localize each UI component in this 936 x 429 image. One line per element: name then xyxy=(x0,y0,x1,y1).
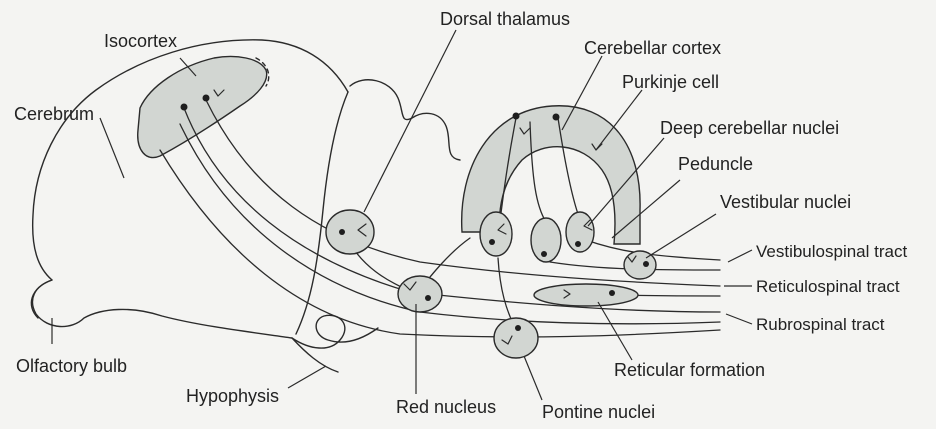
red-nucleus-body xyxy=(398,276,442,312)
label-hypophysis: Hypophysis xyxy=(186,386,279,406)
label-cerebrum: Cerebrum xyxy=(14,104,94,124)
dorsal-midbrain-outline xyxy=(350,80,460,160)
isocortex-region xyxy=(138,57,267,158)
deep-cerebellar-nucleus-2 xyxy=(531,218,561,262)
label-reticular-formation: Reticular formation xyxy=(614,360,765,380)
label-purkinje-cell: Purkinje cell xyxy=(622,72,719,92)
label-deep-cerebellar-nuclei: Deep cerebellar nuclei xyxy=(660,118,839,138)
pontine-nuclei-body xyxy=(494,318,538,358)
deep-cerebellar-nucleus-1 xyxy=(480,212,512,256)
cerebrum-ventral-outline xyxy=(292,315,378,348)
label-isocortex: Isocortex xyxy=(104,31,177,51)
label-pontine-nuclei: Pontine nuclei xyxy=(542,402,655,422)
deep-cerebellar-nucleus-3 xyxy=(566,212,594,252)
dorsal-thalamus-nucleus xyxy=(326,210,374,254)
reticular-formation-body xyxy=(534,284,638,306)
label-vestibular-nuclei: Vestibular nuclei xyxy=(720,192,851,212)
label-red-nucleus: Red nucleus xyxy=(396,397,496,417)
label-olfactory-bulb: Olfactory bulb xyxy=(16,356,127,376)
label-rubrospinal-tract: Rubrospinal tract xyxy=(756,315,885,334)
label-peduncle: Peduncle xyxy=(678,154,753,174)
label-dorsal-thalamus: Dorsal thalamus xyxy=(440,9,570,29)
label-cerebellar-cortex: Cerebellar cortex xyxy=(584,38,721,58)
label-reticulospinal-tract: Reticulospinal tract xyxy=(756,277,900,296)
label-vestibulospinal-tract: Vestibulospinal tract xyxy=(756,242,907,261)
